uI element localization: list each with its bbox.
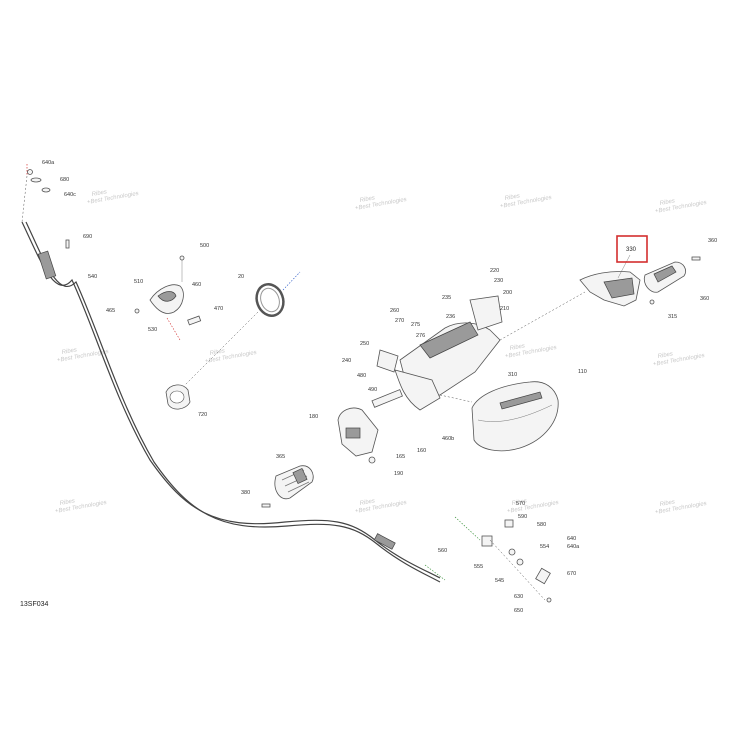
svg-text:Ribes: Ribes [659, 499, 675, 508]
callout-460[interactable]: 460 [192, 282, 201, 288]
callout-260[interactable]: 260 [390, 308, 399, 314]
watermark: Ribes +Best Technologies [655, 499, 708, 516]
watermark: Ribes +Best Technologies [505, 343, 558, 360]
svg-text:Ribes: Ribes [61, 347, 77, 356]
callout-555[interactable]: 555 [474, 564, 483, 570]
callout-650[interactable]: 650 [514, 608, 523, 614]
callout-590[interactable]: 590 [518, 514, 527, 520]
callout-230[interactable]: 230 [494, 278, 503, 284]
highlight-box-330[interactable] [616, 235, 648, 263]
watermark: Ribes +Best Technologies [507, 498, 560, 515]
callout-580[interactable]: 580 [537, 522, 546, 528]
callout-360-top[interactable]: 360 [708, 238, 717, 244]
callout-640a-bottom[interactable]: 640a [567, 544, 580, 550]
callout-554[interactable]: 554 [540, 544, 549, 550]
grip-part-365 [261, 465, 314, 508]
callout-165[interactable]: 165 [396, 454, 405, 460]
grip-part-360 [643, 256, 701, 305]
callout-540[interactable]: 540 [88, 274, 97, 280]
svg-text:Ribes: Ribes [59, 498, 75, 507]
callout-680[interactable]: 680 [60, 177, 69, 183]
callout-480[interactable]: 480 [357, 373, 366, 379]
callout-180[interactable]: 180 [309, 414, 318, 420]
callout-460b[interactable]: 460b [442, 436, 454, 442]
callout-200[interactable]: 200 [503, 290, 512, 296]
callout-365[interactable]: 365 [276, 454, 285, 460]
throttle-cable [21, 221, 441, 583]
callout-470[interactable]: 470 [214, 306, 223, 312]
callout-236[interactable]: 236 [446, 314, 455, 320]
callout-240[interactable]: 240 [342, 358, 351, 364]
callout-670[interactable]: 670 [567, 571, 576, 577]
callout-500[interactable]: 500 [200, 243, 209, 249]
highlight-label-330[interactable]: 330 [626, 247, 637, 253]
callout-570[interactable]: 570 [516, 501, 525, 507]
ring-part-20 [184, 271, 301, 386]
callout-630[interactable]: 630 [514, 594, 523, 600]
watermark: Ribes +Best Technologies [355, 195, 408, 212]
watermark: Ribes +Best Technologies [87, 189, 140, 206]
watermark: Ribes +Best Technologies [500, 193, 553, 210]
ring-part-720 [165, 384, 191, 410]
part-330-assembly [579, 254, 641, 307]
callout-720[interactable]: 720 [198, 412, 207, 418]
watermark: Ribes +Best Technologies [355, 498, 408, 515]
callout-360-right[interactable]: 360 [700, 296, 709, 302]
callout-315[interactable]: 315 [668, 314, 677, 320]
callout-275[interactable]: 275 [411, 322, 420, 328]
callout-510[interactable]: 510 [134, 279, 143, 285]
throttle-lever-assembly [134, 255, 202, 341]
svg-text:Ribes: Ribes [659, 198, 675, 207]
callout-545[interactable]: 545 [495, 578, 504, 584]
cable-end-hardware [21, 164, 70, 249]
svg-text:Ribes: Ribes [504, 193, 520, 202]
diagram-code: 13SF034 [20, 601, 49, 608]
callout-465[interactable]: 465 [106, 308, 115, 314]
svg-text:Ribes: Ribes [359, 195, 375, 204]
svg-text:Ribes: Ribes [359, 498, 375, 507]
callout-labels: 640a 680 640c 690 540 500 510 460 465 47… [42, 160, 717, 614]
callout-530[interactable]: 530 [148, 327, 157, 333]
callout-220[interactable]: 220 [490, 268, 499, 274]
callout-380[interactable]: 380 [241, 490, 250, 496]
watermark: Ribes +Best Technologies [205, 348, 258, 365]
callout-640a-top[interactable]: 640a [42, 160, 55, 166]
callout-640[interactable]: 640 [567, 536, 576, 542]
callout-210[interactable]: 210 [500, 306, 509, 312]
watermark: Ribes +Best Technologies [655, 198, 708, 215]
watermark: Ribes +Best Technologies [653, 351, 706, 368]
svg-text:Ribes: Ribes [511, 498, 527, 507]
callout-20[interactable]: 20 [238, 274, 244, 280]
svg-text:Ribes: Ribes [509, 343, 525, 352]
callout-160[interactable]: 160 [417, 448, 426, 454]
callout-690[interactable]: 690 [83, 234, 92, 240]
callout-270[interactable]: 270 [395, 318, 404, 324]
callout-310[interactable]: 310 [508, 372, 517, 378]
callout-276[interactable]: 276 [416, 333, 425, 339]
part-180 [337, 407, 379, 464]
handlebar-housing-assembly [371, 291, 586, 411]
callout-560[interactable]: 560 [438, 548, 447, 554]
svg-text:Ribes: Ribes [657, 351, 673, 360]
small-parts-cluster [424, 516, 552, 603]
callout-490[interactable]: 490 [368, 387, 377, 393]
callout-250[interactable]: 250 [360, 341, 369, 347]
callout-110[interactable]: 110 [578, 369, 587, 375]
callout-190[interactable]: 190 [394, 471, 403, 477]
cover-part-110 [471, 381, 559, 452]
callout-640c[interactable]: 640c [64, 192, 76, 198]
watermark: Ribes +Best Technologies [55, 498, 108, 515]
svg-text:Ribes: Ribes [91, 189, 107, 198]
callout-235[interactable]: 235 [442, 295, 451, 301]
